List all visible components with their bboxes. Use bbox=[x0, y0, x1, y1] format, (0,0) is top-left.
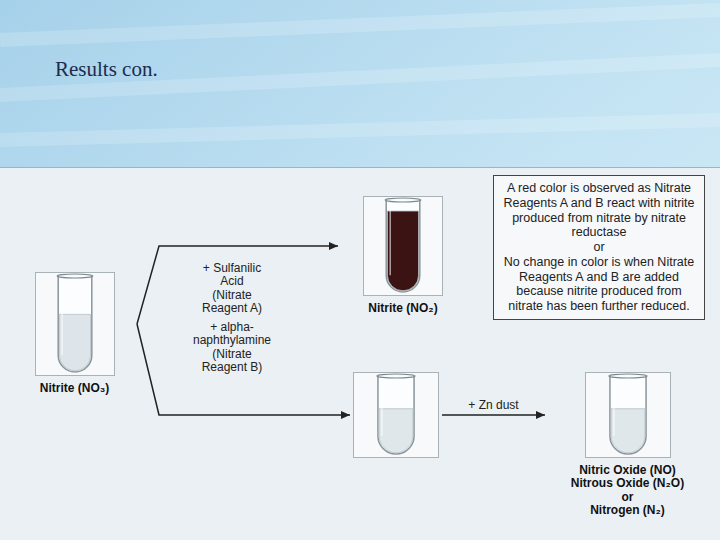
tube-label: Nitrite (NO₂) bbox=[338, 302, 468, 315]
test-tube bbox=[350, 372, 442, 458]
test-tube-photo bbox=[35, 272, 115, 376]
photo-frame bbox=[354, 373, 439, 458]
note-text: No change in color is when Nitrate Reage… bbox=[500, 255, 698, 314]
tube-label: Nitrogen (N₂) bbox=[545, 504, 710, 517]
tube-glass bbox=[378, 376, 414, 454]
reagent-label: + Sulfanilic Acid (Nitrate Reagent A) bbox=[200, 262, 264, 316]
arrow-connector bbox=[137, 242, 338, 324]
tube-rim bbox=[385, 198, 421, 202]
tube-rim bbox=[57, 274, 93, 278]
reagent-label: + alpha-naphthylamine (Nitrate Reagent B… bbox=[190, 321, 274, 375]
arrowhead bbox=[341, 411, 350, 419]
note-text: or bbox=[500, 240, 698, 255]
arrowhead bbox=[329, 242, 338, 250]
note-text: A red color is observed as Nitrate Reage… bbox=[500, 181, 698, 240]
photo-frame bbox=[35, 273, 114, 376]
tube-glass bbox=[386, 200, 420, 292]
diagram-panel bbox=[0, 167, 720, 540]
tube-liquid bbox=[59, 314, 90, 370]
test-tube-photo bbox=[363, 196, 443, 296]
arrow-connector bbox=[442, 411, 545, 419]
tube-highlight bbox=[389, 206, 391, 275]
panel-edge bbox=[0, 167, 720, 168]
tube-label: or bbox=[545, 491, 710, 504]
connector-line bbox=[137, 246, 338, 324]
tube-rim bbox=[608, 374, 646, 378]
tube-rim bbox=[377, 374, 415, 378]
test-tube: Nitrite (NO₃) bbox=[12, 272, 137, 395]
tube-liquid bbox=[379, 409, 413, 453]
tube-liquid bbox=[611, 409, 645, 453]
connector-line bbox=[442, 414, 545, 416]
background-streaks bbox=[0, 10, 720, 140]
tube-glass bbox=[609, 376, 645, 454]
tube-label: Nitrous Oxide (N₂O) bbox=[545, 477, 710, 490]
tube-label: Nitrite (NO₃) bbox=[12, 382, 137, 395]
photo-frame bbox=[585, 373, 670, 458]
edge-label: + Zn dust bbox=[466, 398, 520, 412]
tube-highlight bbox=[61, 282, 63, 355]
tube-label: Nitric Oxide (NO) bbox=[545, 464, 710, 477]
arrowhead bbox=[536, 411, 545, 419]
slide-title: Results con. bbox=[55, 57, 158, 82]
test-tube: Nitric Oxide (NO)Nitrous Oxide (N₂O)orNi… bbox=[545, 372, 710, 518]
test-tube-photo bbox=[353, 372, 439, 458]
tube-glass bbox=[58, 276, 92, 372]
photo-frame bbox=[364, 197, 443, 296]
tube-highlight bbox=[381, 382, 383, 436]
note-box: A red color is observed as Nitrate Reage… bbox=[493, 175, 705, 320]
test-tube: Nitrite (NO₂) bbox=[338, 196, 468, 315]
tube-highlight bbox=[613, 382, 615, 436]
tube-liquid bbox=[387, 211, 418, 291]
test-tube-photo bbox=[585, 372, 671, 458]
